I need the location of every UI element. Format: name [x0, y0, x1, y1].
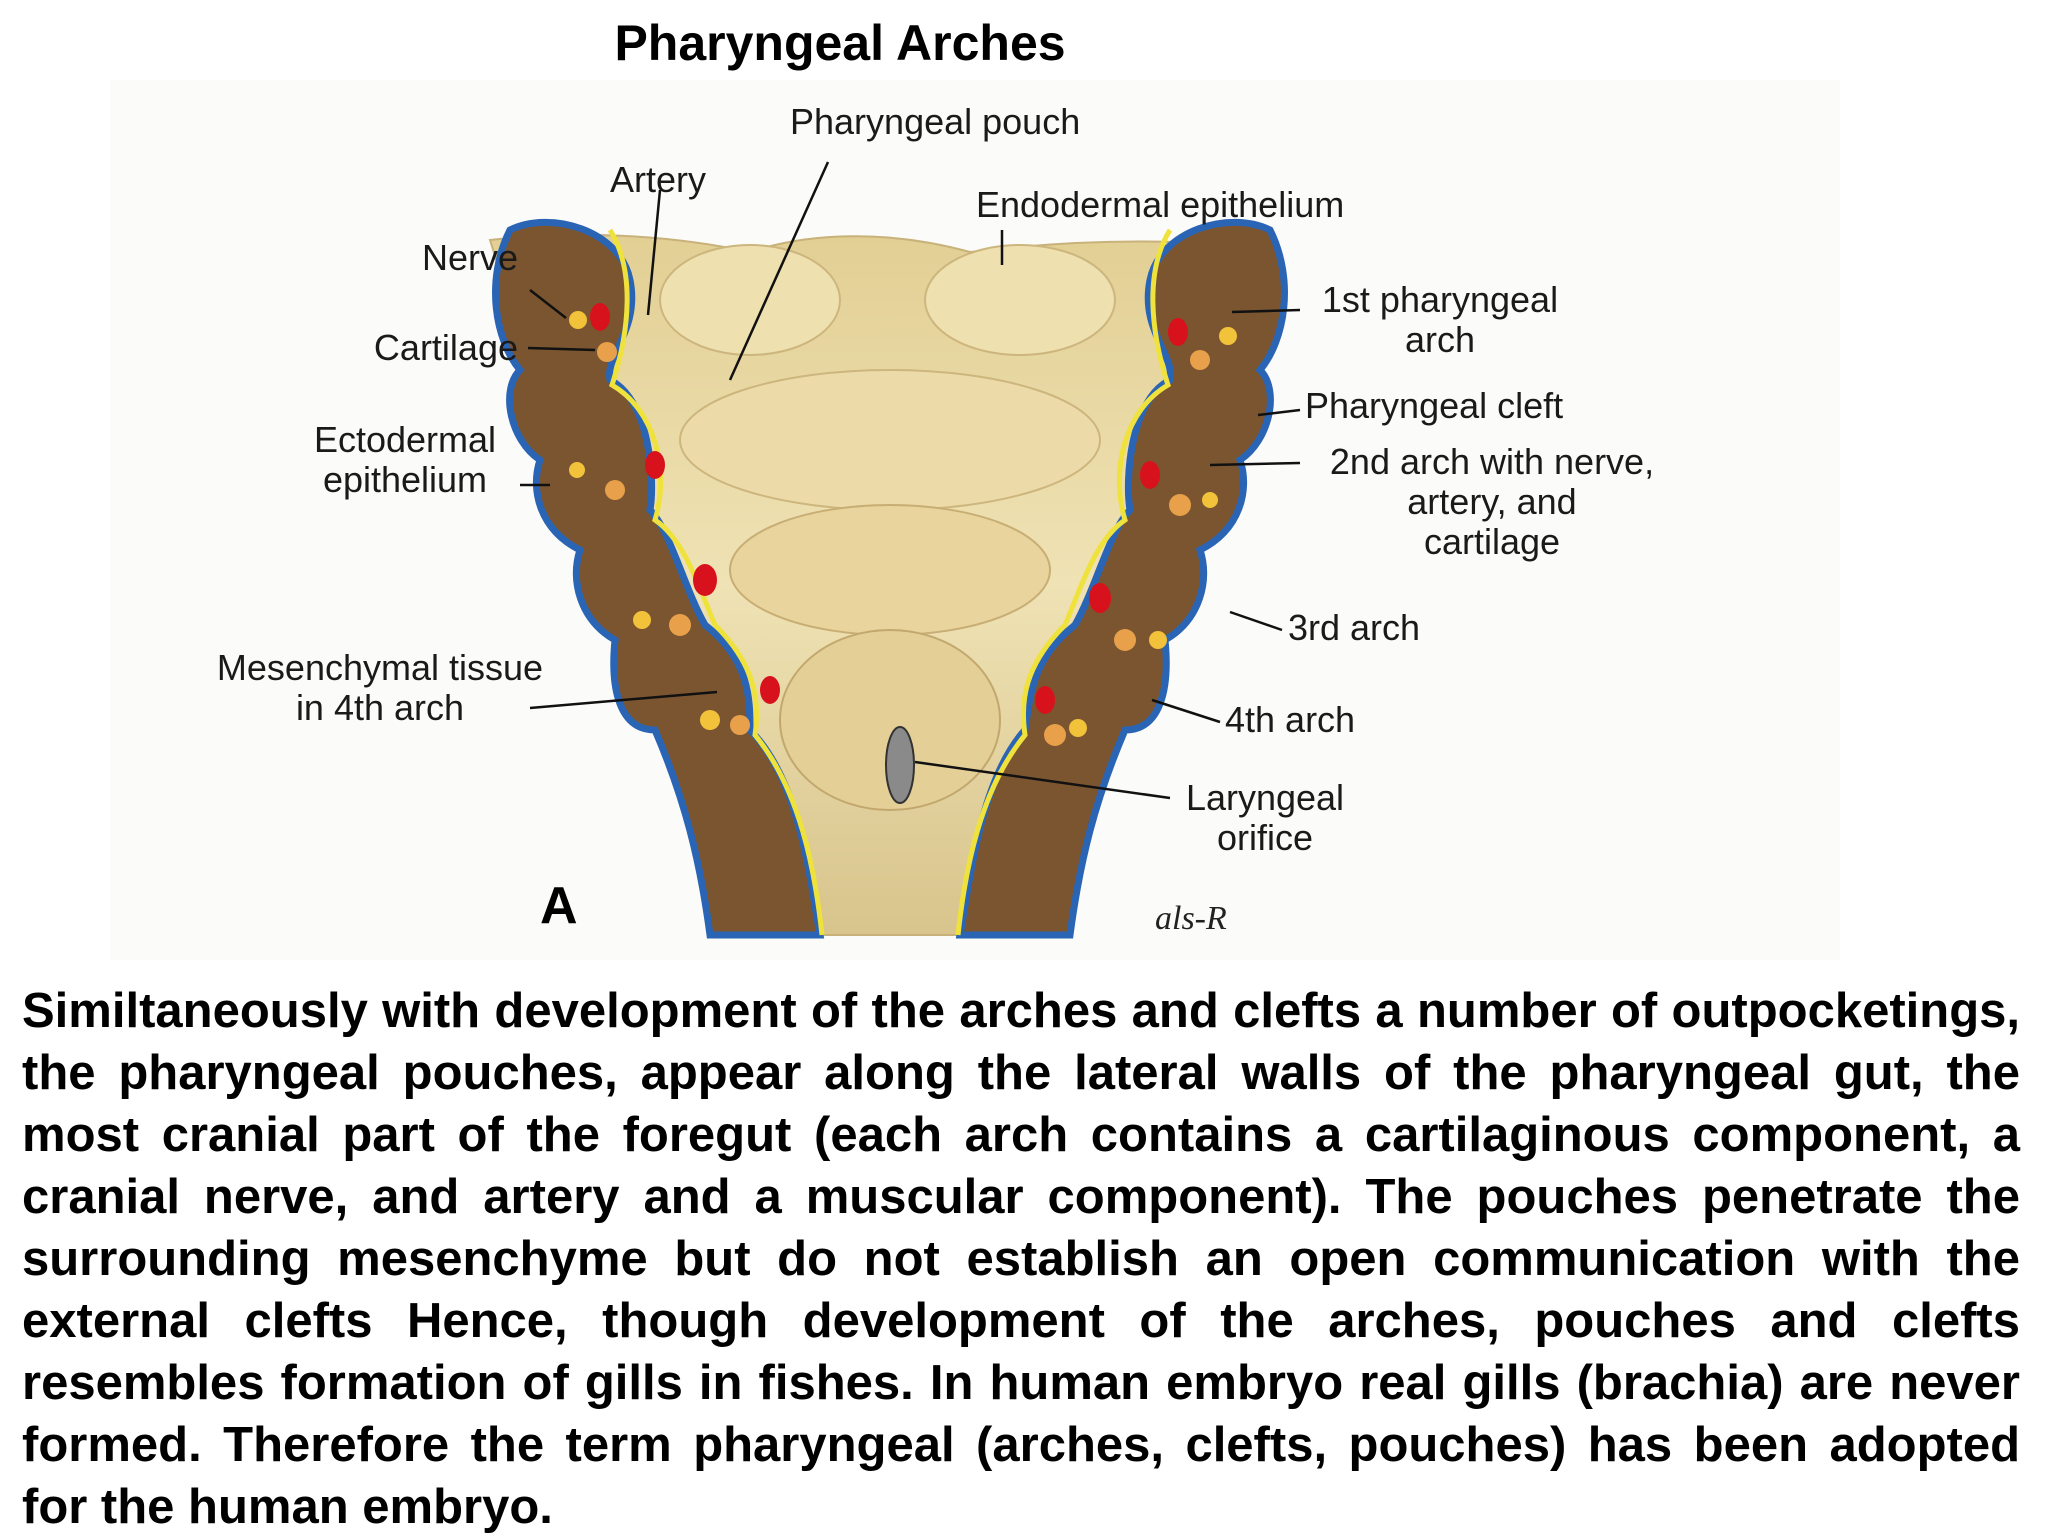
label-nerve: Nerve	[421, 237, 518, 278]
cartilage-dot	[730, 715, 750, 735]
artery-dot	[760, 676, 780, 704]
cartilage-dot	[605, 480, 625, 500]
label-cartilage: Cartilage	[373, 327, 518, 368]
label-mesenchymal-line2: in 4th arch	[295, 687, 465, 728]
leader-first-arch	[1231, 308, 1301, 314]
label-third-arch: 3rd arch	[1288, 607, 1421, 648]
pharyngeal-arches-diagram	[488, 161, 1301, 939]
cartilage-dot	[1169, 494, 1191, 516]
cartilage-dot	[597, 342, 617, 362]
leader-lines	[520, 161, 1301, 800]
label-endodermal-epithelium: Endodermal epithelium	[976, 184, 1345, 225]
nerve-dot	[569, 462, 585, 478]
cartilage-dot	[1114, 629, 1136, 651]
leader-nerve	[529, 289, 567, 319]
nerve-dot	[1069, 719, 1087, 737]
leader-fourth-arch	[1151, 698, 1221, 724]
label-ectodermal-epithelium-line1: Ectodermal	[313, 419, 497, 460]
right-endoderm-line	[955, 228, 1173, 936]
leader-pharyngeal-cleft	[1257, 408, 1301, 417]
artist-signature: als-R	[1155, 900, 1227, 937]
artery-dot	[1035, 686, 1055, 714]
label-ectodermal-epithelium-line2: epithelium	[322, 459, 488, 500]
cartilage-dot	[1190, 350, 1210, 370]
label-second-arch-line3: cartilage	[1423, 521, 1561, 562]
artery-dot	[645, 451, 665, 479]
nerve-dot	[1149, 631, 1167, 649]
label-artery: Artery	[610, 159, 707, 200]
right-arch-contents	[1035, 318, 1237, 746]
leader-second-arch	[1209, 461, 1301, 467]
label-pharyngeal-pouch: Pharyngeal pouch	[790, 101, 1081, 142]
nerve-dot	[1202, 492, 1218, 508]
nerve-dot	[700, 710, 720, 730]
floor-swelling	[924, 244, 1116, 356]
leader-artery	[646, 189, 662, 316]
panel-letter: A	[540, 877, 578, 935]
laryngeal-orifice	[885, 726, 915, 804]
nerve-dot	[1219, 327, 1237, 345]
label-pharyngeal-cleft: Pharyngeal cleft	[1305, 385, 1564, 426]
floor-swelling	[729, 504, 1051, 636]
description-paragraph: Similtaneously with development of the a…	[22, 984, 2020, 1534]
pharyngeal-arches-figure: Pharyngeal pouch Artery Endodermal epith…	[110, 80, 1840, 960]
artery-dot	[590, 303, 610, 331]
leader-pharyngeal-pouch	[728, 161, 830, 381]
floor-swelling	[679, 369, 1101, 511]
page-title: Pharyngeal Arches	[614, 15, 1066, 71]
left-arch-contents	[569, 303, 780, 735]
label-first-arch-line2: arch	[1404, 319, 1476, 360]
label-fourth-arch: 4th arch	[1225, 699, 1356, 740]
label-laryngeal-orifice-line2: orifice	[1216, 817, 1314, 858]
artery-dot	[1140, 461, 1160, 489]
nerve-dot	[633, 611, 651, 629]
leader-third-arch	[1229, 610, 1283, 632]
label-laryngeal-orifice-line1: Laryngeal	[1185, 777, 1345, 818]
label-second-arch-line2: artery, and	[1407, 481, 1577, 522]
cartilage-dot	[669, 614, 691, 636]
leader-cartilage	[527, 346, 596, 352]
floor-swelling	[659, 244, 841, 356]
leader-mesenchymal	[529, 690, 718, 710]
label-first-arch-line1: 1st pharyngeal	[1321, 279, 1559, 320]
label-mesenchymal-line1: Mesenchymal tissue	[216, 647, 544, 688]
artery-dot	[1089, 583, 1111, 613]
label-second-arch-line1: 2nd arch with nerve,	[1329, 441, 1655, 482]
left-endoderm-line	[607, 228, 825, 936]
artery-dot	[1168, 318, 1188, 346]
cartilage-dot	[1044, 724, 1066, 746]
nerve-dot	[569, 311, 587, 329]
leader-laryngeal-orifice	[914, 760, 1171, 800]
artery-dot	[693, 564, 717, 596]
